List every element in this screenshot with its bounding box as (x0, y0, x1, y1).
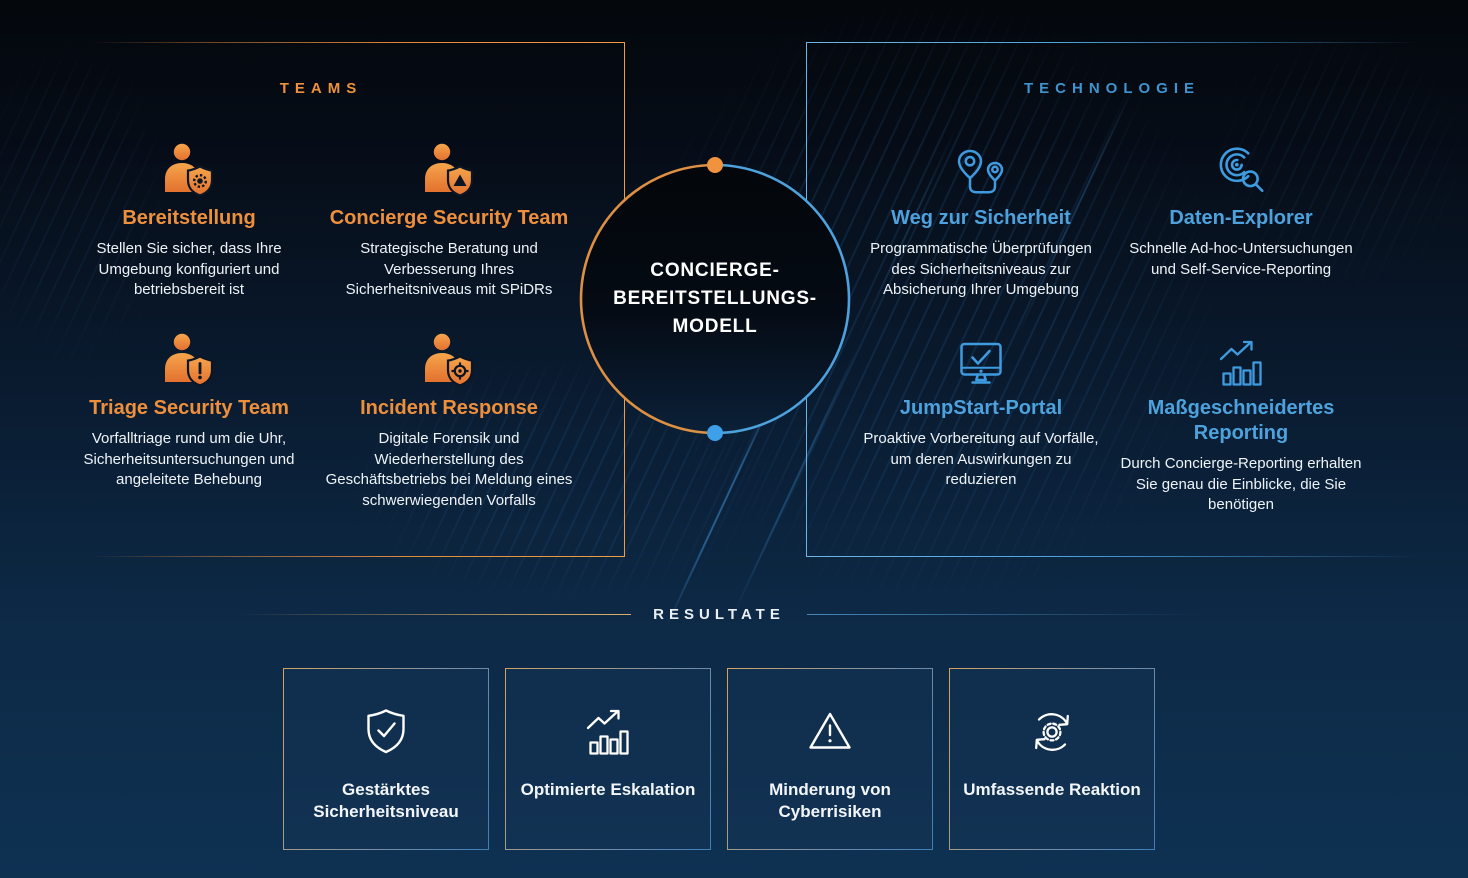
tech-item-jumpstart-portal: JumpStart-Portal Proaktive Vorbereitung … (856, 328, 1106, 491)
center-title-line1: CONCIERGE- (650, 260, 780, 281)
item-description: Strategische Beratung und Verbesserung I… (345, 240, 553, 298)
card-title: Minderung von Cyberrisiken (769, 780, 891, 821)
route-pins-icon (856, 138, 1106, 198)
blue-node-dot (707, 425, 723, 441)
item-description: Durch Concierge-Reporting erhalten Sie g… (1120, 455, 1362, 513)
item-title: Incident Response (360, 397, 538, 419)
tech-item-daten-explorer: Daten-Explorer Schnelle Ad-hoc-Untersuch… (1116, 138, 1366, 280)
item-description: Vorfalltriage rund um die Uhr, Sicherhei… (83, 430, 295, 488)
results-section-label: RESULTATE (653, 606, 785, 623)
chart-growth-icon (506, 699, 710, 765)
person-shield-gear-icon (64, 138, 314, 198)
card-title: Optimierte Eskalation (520, 780, 696, 799)
team-item-triage-security: Triage Security Team Vorfalltriage rund … (64, 328, 314, 491)
item-title: Triage Security Team (89, 397, 289, 419)
card-title: Umfassende Reaktion (963, 780, 1141, 799)
result-card-optimierte-eskalation: Optimierte Eskalation (505, 668, 711, 850)
team-item-bereitstellung: Bereitstellung Stellen Sie sicher, dass … (64, 138, 314, 301)
item-title: Weg zur Sicherheit (891, 207, 1071, 229)
center-title-line3: MODELL (672, 316, 758, 337)
item-description: Schnelle Ad-hoc-Untersuchungen und Self-… (1129, 240, 1353, 278)
technology-section-frame (806, 42, 1420, 557)
item-description: Programmatische Überprüfungen des Sicher… (870, 240, 1092, 298)
divider-line-right (806, 614, 1201, 615)
item-description: Proaktive Vorbereitung auf Vorfälle, um … (863, 430, 1099, 488)
gear-sync-icon (950, 699, 1154, 765)
warning-triangle-icon (728, 699, 932, 765)
item-description: Stellen Sie sicher, dass Ihre Umgebung k… (96, 240, 282, 298)
result-card-gestaerktes-sicherheitsniveau: Gestärktes Sicherheitsniveau (283, 668, 489, 850)
result-card-umfassende-reaktion: Umfassende Reaktion (949, 668, 1155, 850)
card-title: Gestärktes Sicherheitsniveau (313, 780, 459, 821)
center-circle (579, 157, 851, 441)
team-item-incident-response: Incident Response Digitale Forensik und … (324, 328, 574, 511)
result-card-minderung-von-cyberrisiken: Minderung von Cyberrisiken (727, 668, 933, 850)
item-title: Concierge Security Team (329, 207, 569, 229)
team-item-concierge-security: Concierge Security Team Strategische Ber… (324, 138, 574, 301)
bar-chart-icon (1113, 328, 1369, 388)
divider-line-left (238, 614, 632, 615)
tech-item-weg-zur-sicherheit: Weg zur Sicherheit Programmatische Überp… (856, 138, 1106, 301)
results-cards: Gestärktes Sicherheitsniveau Optimierte … (283, 668, 1155, 850)
item-title: Maßgeschneidertes Reporting (1147, 397, 1335, 444)
technology-section-label: TECHNOLOGIE (1023, 80, 1201, 97)
tech-item-massgeschneidertes-reporting: Maßgeschneidertes Reporting Durch Concie… (1113, 328, 1369, 516)
item-title: Daten-Explorer (1169, 207, 1313, 229)
person-shield-triangle-icon (324, 138, 574, 198)
results-divider: RESULTATE (238, 606, 1201, 623)
orange-node-dot (707, 157, 723, 173)
shield-check-icon (284, 699, 488, 765)
center-title-line2: BEREITSTELLUNGS- (613, 288, 817, 309)
person-shield-exclamation-icon (64, 328, 314, 388)
item-description: Digitale Forensik und Wiederherstellung … (325, 430, 573, 509)
center-title: CONCIERGE- BEREITSTELLUNGS- MODELL (580, 257, 850, 341)
teams-section-label: TEAMS (279, 80, 363, 97)
monitor-check-icon (856, 328, 1106, 388)
item-title: Bereitstellung (122, 207, 256, 229)
teams-section-frame (90, 42, 625, 557)
radar-search-icon (1116, 138, 1366, 198)
item-title: JumpStart-Portal (899, 397, 1063, 419)
person-shield-target-icon (324, 328, 574, 388)
